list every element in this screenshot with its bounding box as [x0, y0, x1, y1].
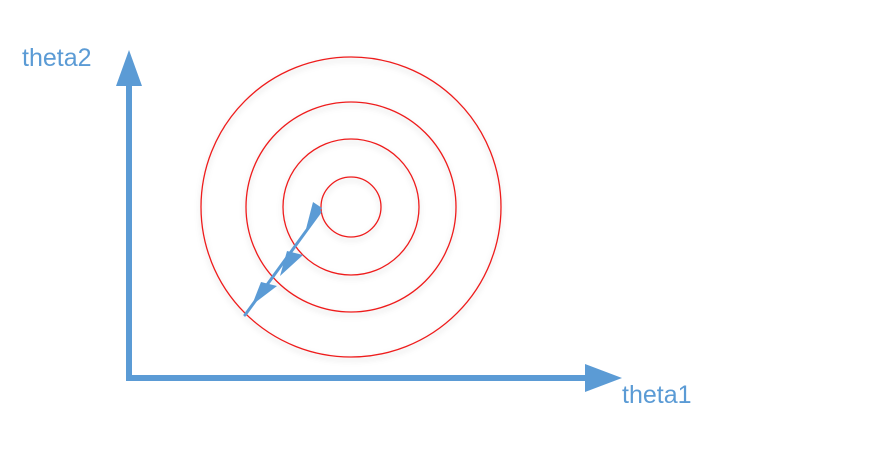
descent-step-arrowhead-3: [306, 202, 322, 229]
contour-ring-outer: [200, 56, 502, 358]
descent-path: [243, 202, 322, 317]
y-axis-arrowhead: [116, 50, 142, 86]
contour-rings: [200, 56, 502, 358]
x-axis-label: theta1: [622, 381, 692, 409]
axes: [116, 50, 622, 392]
y-axis-label: theta2: [22, 44, 92, 72]
descent-step-arrowhead-1: [252, 282, 277, 305]
contour-ring-third: [245, 101, 457, 313]
contour-ring-second: [282, 138, 420, 276]
contour-ring-inner: [320, 176, 382, 238]
x-axis-arrowhead: [585, 364, 622, 392]
descent-step-arrowhead-2: [280, 251, 303, 276]
